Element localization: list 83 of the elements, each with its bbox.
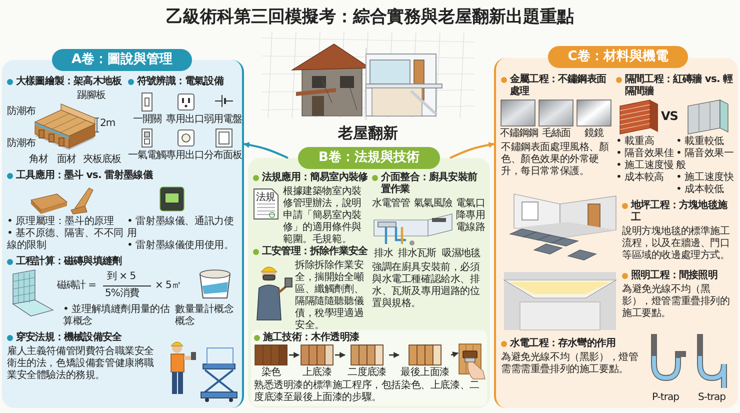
bullet-item: • 基不原德、隔害、不不同線的限制: [7, 228, 124, 252]
part-label: 角材: [29, 154, 48, 166]
step-label: 二度底漆: [346, 367, 388, 379]
part-label: 電氣口降專用電線路: [456, 198, 486, 234]
part-label: 氣氣風險: [414, 198, 452, 210]
panel-title-banner: C卷：材料與機電: [548, 46, 688, 68]
arrow: [389, 352, 400, 358]
body-text: 說明方塊地毯的標準施工流程，以及在牆邊、門口等區域的收邊處理方式。: [622, 226, 731, 262]
section-heading: 法規應用：簡易室內裝修: [253, 172, 371, 184]
bullet-item: • 原理屬理：墨斗的原理: [7, 216, 115, 228]
step-label: 染色: [260, 367, 282, 379]
formula-text: 磁磚計 =: [57, 280, 96, 292]
part-label: 面材: [57, 154, 76, 166]
part-label: 弱用電盤: [204, 114, 242, 126]
formula-text: 5%消費: [105, 288, 139, 300]
bullet-item: • 雷射墨線儀使用使用。: [127, 240, 235, 252]
section-heading: 符號辨識：電氣設備: [128, 76, 242, 88]
body-text: 為避免光線不均（黑影），燈管需需需重疊排列的施工要點。: [501, 352, 640, 376]
body-text: 為避免光線不均（黑影），燈管需重疊排列的施工要點。: [622, 284, 731, 320]
part-label: 防潮布: [7, 138, 36, 150]
part-label: 專用出口: [166, 114, 204, 126]
arrow: [289, 352, 300, 358]
part-label: 一氣電觸: [128, 150, 166, 162]
body-text: 根據建築物室內裝修管理辦法，說明申請「簡易室內裝修」的適用條件與範圍。毛規範。: [283, 186, 362, 245]
part-label: 鏡鏡: [584, 128, 605, 140]
body-text: 強調在廚具安裝前，必須與水電工種確認給水、排水、瓦斯及專用迴路的位置與規格。: [372, 262, 481, 310]
section-heading: 施工技術：木作透明漆: [254, 332, 454, 344]
part-label: 排水: [374, 248, 393, 260]
bullet-item: • 載重高: [616, 136, 656, 148]
versus-text: VS: [661, 110, 678, 122]
body-text: 拆除拆除作業安全，揣開始全噸區、纖觸劑劑、隔隔隨隨聽聽儀債，稅學理適過安全。: [295, 260, 365, 332]
arrow: [450, 142, 495, 159]
panel-title-banner: A卷：圖說與管理: [52, 49, 192, 71]
section-heading: 穿安法規：機械設備安全: [7, 332, 157, 344]
section-heading: 工安管理：拆除作業安全: [253, 246, 371, 258]
part-label: 踢腳板: [77, 90, 106, 102]
part-label: 一開關: [132, 114, 162, 126]
body-text: 熟悉透明漆的標準施工程序，包括染色、上底漆、二度底漆至最後上面漆的步驟。: [254, 380, 480, 404]
part-label: 專用出口: [166, 150, 204, 162]
body-text: • 並理解填縫劑用量的估算概念: [63, 304, 171, 328]
page-title: 乙級術科第三回模擬考：綜合實務與老屋翻新出題重點: [165, 6, 575, 28]
arrow: [335, 352, 346, 358]
part-label: 吸濕地毯: [442, 248, 480, 260]
bullet-item: • 成本較低: [676, 184, 725, 196]
arrow: [243, 142, 288, 159]
bullet-item: • 隔音效果一般: [676, 148, 735, 172]
part-label: 毛絲面: [540, 128, 572, 140]
bullet-item: • 施工速度慢: [616, 160, 675, 172]
section-heading: 工程計算：磁磚與填縫劑: [7, 256, 239, 268]
center-title: 老屋翻新: [336, 124, 399, 142]
panel-title-banner: B卷：法規與技術: [298, 147, 440, 169]
section-heading: 照明工程：間接照明: [622, 270, 736, 282]
formula-text: 到 × 5: [107, 271, 136, 283]
part-label: 排水瓦斯: [398, 248, 436, 260]
dimension-label: 2m: [100, 118, 116, 130]
part-label: 不鏽鋼鋼: [500, 128, 536, 140]
section-heading: 工具應用：墨斗 vs. 雷射墨線儀: [7, 170, 239, 182]
bullet-item: • 載重較低: [676, 136, 725, 148]
part-label: 夾板底板: [83, 154, 121, 166]
step-label: 上底漆: [301, 367, 333, 379]
section-heading: 水電工程：存水彎的作用: [501, 338, 641, 350]
part-label: 防潮布: [7, 106, 36, 118]
body-text: 不鏽鋼表面處理風格、顏色、顏色效果的外常硬升，每日常常保護。: [501, 142, 610, 178]
bullet-item: • 隔音效果佳: [616, 148, 675, 160]
bullet-item: • 雷射墨線儀、通訊力使用: [127, 216, 235, 240]
formula-text: × 5㎡: [155, 280, 181, 292]
section-heading: 金屬工程：不鏽鋼表面處理: [501, 74, 613, 98]
trap-label: S-trap: [698, 392, 726, 404]
section-heading: 介面整合：廚具安裝前置作業: [372, 172, 486, 196]
body-text: 雇人主義符備管閉費符合職業安全衛生的法，色矯設備套管健康將職業安全體驗法的務規。: [7, 346, 156, 382]
body-text: 數量量計概念概念: [175, 304, 235, 328]
trap-label: P-trap: [652, 392, 679, 404]
part-label: 水電管管: [372, 198, 410, 210]
section-heading: 大樣圖繪製：架高木地板: [7, 76, 125, 88]
section-heading: 地坪工程：方塊地毯施工: [622, 200, 736, 224]
step-label: 最後上面漆: [400, 367, 450, 379]
bullet-item: • 成本較高: [616, 172, 665, 184]
arrow: [450, 352, 459, 358]
section-heading: 隔間工程：紅磚牆 vs. 輕隔間牆: [616, 74, 736, 98]
part-label: 分布面板: [204, 150, 242, 162]
section-card: [251, 330, 487, 406]
document-title: 法規: [256, 192, 275, 204]
bullet-item: • 施工速度快: [676, 172, 735, 184]
